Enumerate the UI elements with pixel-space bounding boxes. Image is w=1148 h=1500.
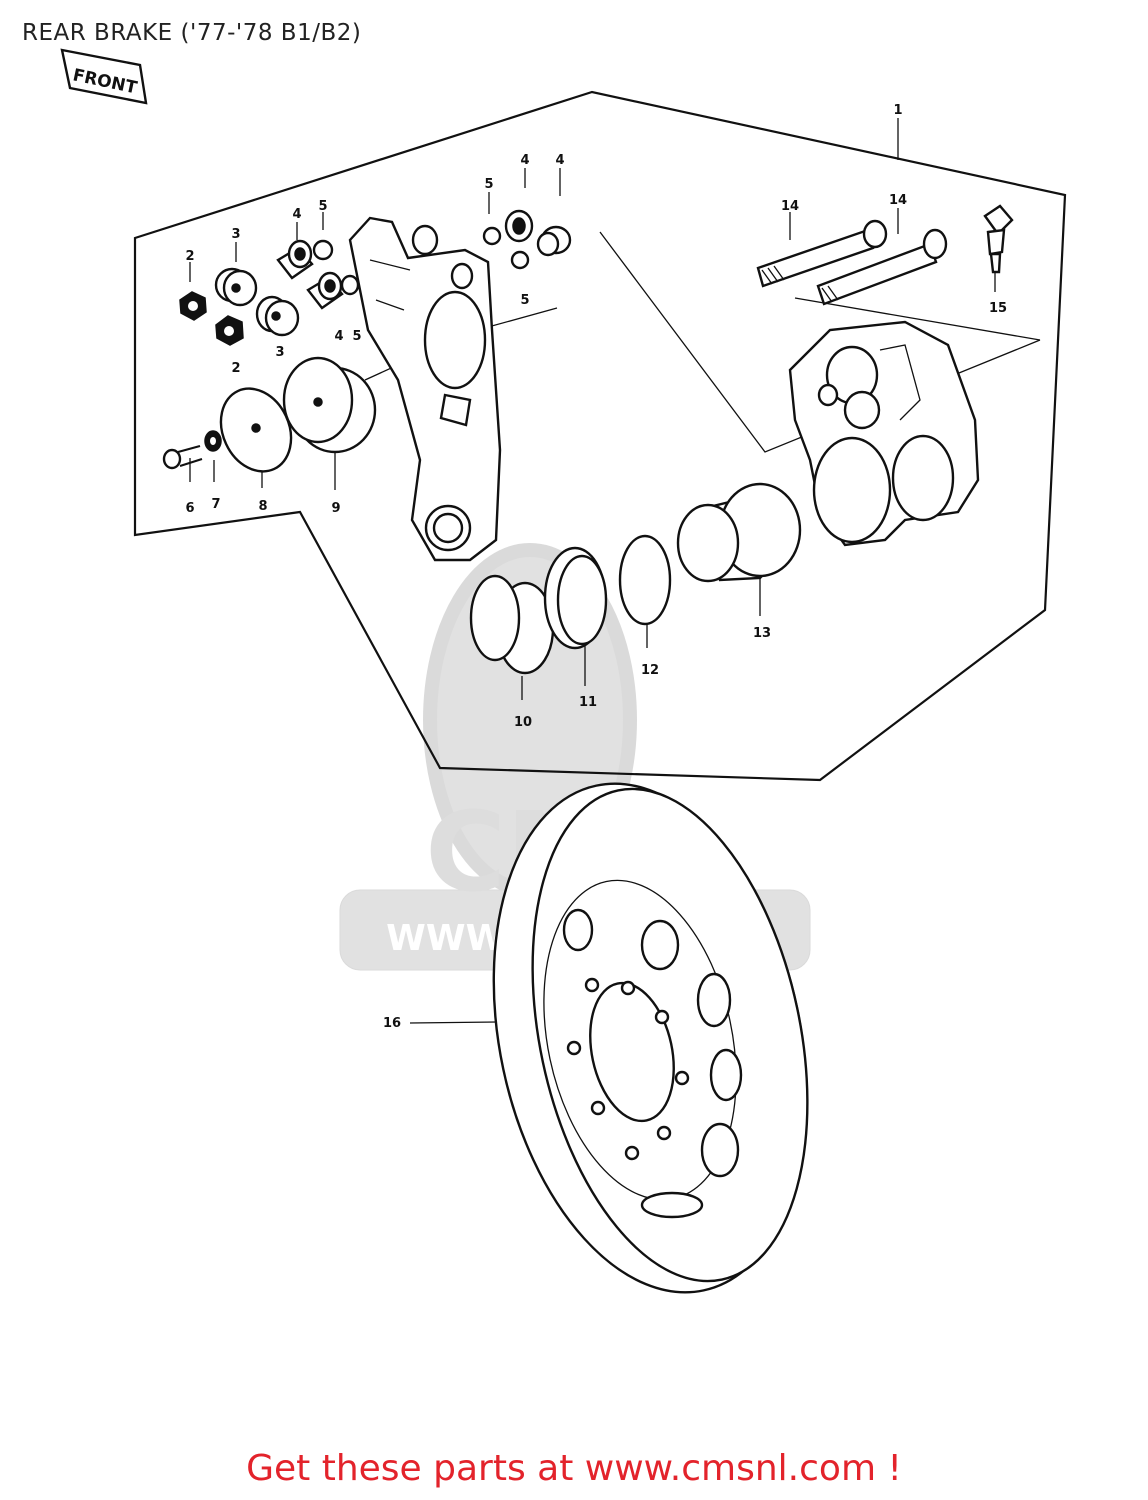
part-15-bleeder-valve [983,204,1014,274]
callout-7: 7 [211,497,220,512]
part-3-collar-upper [214,267,258,307]
callout-12: 12 [641,663,659,678]
part-13-piston [676,482,802,583]
part-16-brake-disc [492,782,809,1294]
callout-13: 13 [753,626,771,641]
callout-5-b: 5 [352,329,361,344]
callout-3-lower: 3 [275,345,284,360]
callout-15: 15 [989,301,1007,316]
diagram-title: REAR BRAKE ('77-'78 B1/B2) [22,20,362,46]
part-5-oring-d [510,250,530,270]
callout-4-b: 4 [334,329,343,344]
callout-14-a: 14 [781,199,799,214]
callout-4-a: 4 [292,207,301,222]
callout-2-lower: 2 [231,361,240,376]
callout-3-upper: 3 [231,227,240,242]
part-11-piston-seal [543,546,608,650]
caliper-body [788,320,980,547]
part-5-oring-c [482,226,502,246]
part-4-bushing-d [536,225,572,257]
part-3-collar-lower [255,295,300,337]
part-4-bushing-b [306,271,344,310]
part-12-ring [618,534,672,626]
callout-labels: 1 2 2 3 3 4 4 4 4 5 5 5 5 6 7 8 9 10 11 … [185,103,1007,1031]
caliper-bracket-arm [348,216,502,562]
assembly-boundary [133,90,1067,782]
part-2-nut-lower [215,315,244,346]
callout-5-d: 5 [520,293,529,308]
part-5-oring-b [340,274,360,296]
part-9-dust-cover [282,356,377,454]
callout-9: 9 [331,501,340,516]
callout-5-a: 5 [318,199,327,214]
part-7-lock-washer [204,430,222,452]
part-4-bushing-a [276,239,314,280]
part-5-oring-a [312,239,334,261]
callout-4-d: 4 [555,153,564,168]
part-10-dust-seal [469,574,555,675]
callout-5-c: 5 [484,177,493,192]
callout-16: 16 [383,1016,401,1031]
part-4-bushing-c [504,209,534,243]
part-6-screw [162,444,203,470]
callout-8: 8 [258,499,267,514]
callout-2-upper: 2 [185,249,194,264]
callout-14-b: 14 [889,193,907,208]
part-14-bolt-lower [816,228,948,306]
exploded-parts-diagram: FRONT CMS WWW.CMSNL.COM [60,48,1067,1294]
callout-4-c: 4 [520,153,529,168]
front-arrow-tag: FRONT [60,48,148,105]
promo-link[interactable]: Get these parts at www.cmsnl.com ! [246,1448,902,1489]
callout-6: 6 [185,501,194,516]
part-2-nut-upper [179,291,207,321]
callout-11: 11 [579,695,597,710]
part-8-cover-plate [219,387,293,473]
leader-lines [189,118,1041,1024]
callout-1: 1 [893,103,902,118]
part-14-bolt-upper [756,219,888,288]
callout-10: 10 [514,715,532,730]
